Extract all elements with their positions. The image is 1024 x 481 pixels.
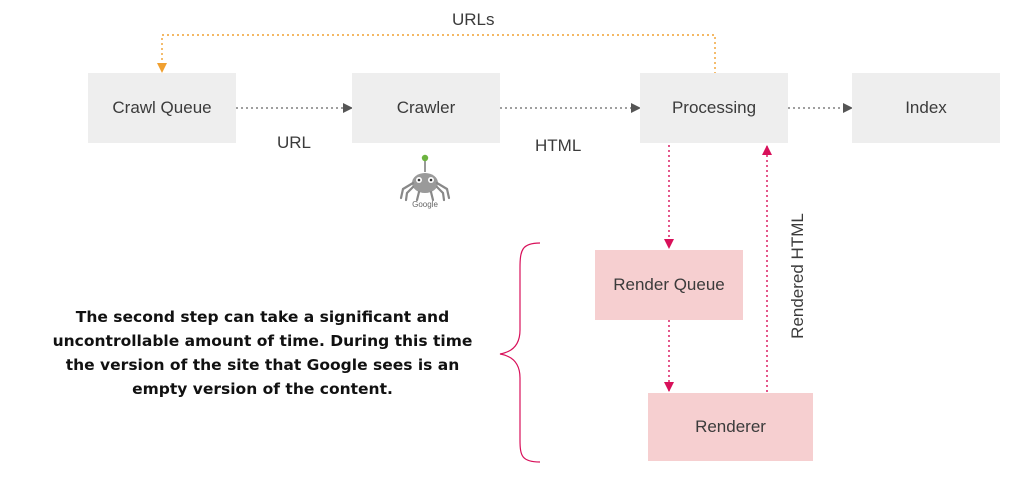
arrow-processing-to-crawlqueue-loop <box>157 34 716 74</box>
edge-label-rendered-html: Rendered HTML <box>788 213 807 339</box>
node-crawler-label: Crawler <box>396 98 456 117</box>
node-renderer: Renderer <box>648 393 813 461</box>
node-processing-label: Processing <box>671 98 757 117</box>
node-crawl-queue: Crawl Queue <box>88 73 236 143</box>
google-spider-bot-icon <box>399 154 451 202</box>
node-render-queue: Render Queue <box>595 250 743 320</box>
explanation-note: The second step can take a significant a… <box>52 308 473 398</box>
node-render-queue-label: Render Queue <box>613 275 725 294</box>
edge-label-url: URL <box>277 133 312 152</box>
node-renderer-label: Renderer <box>695 417 766 436</box>
google-logo-text: Google <box>412 200 438 209</box>
edge-label-urls: URLs <box>452 10 495 29</box>
node-crawler: Crawler <box>352 73 500 143</box>
node-index-label: Index <box>905 98 947 117</box>
node-crawl-queue-label: Crawl Queue <box>112 98 212 117</box>
curly-brace <box>499 242 541 463</box>
edge-label-html: HTML <box>535 136 582 155</box>
node-index: Index <box>852 73 1000 143</box>
node-processing: Processing <box>640 73 788 143</box>
